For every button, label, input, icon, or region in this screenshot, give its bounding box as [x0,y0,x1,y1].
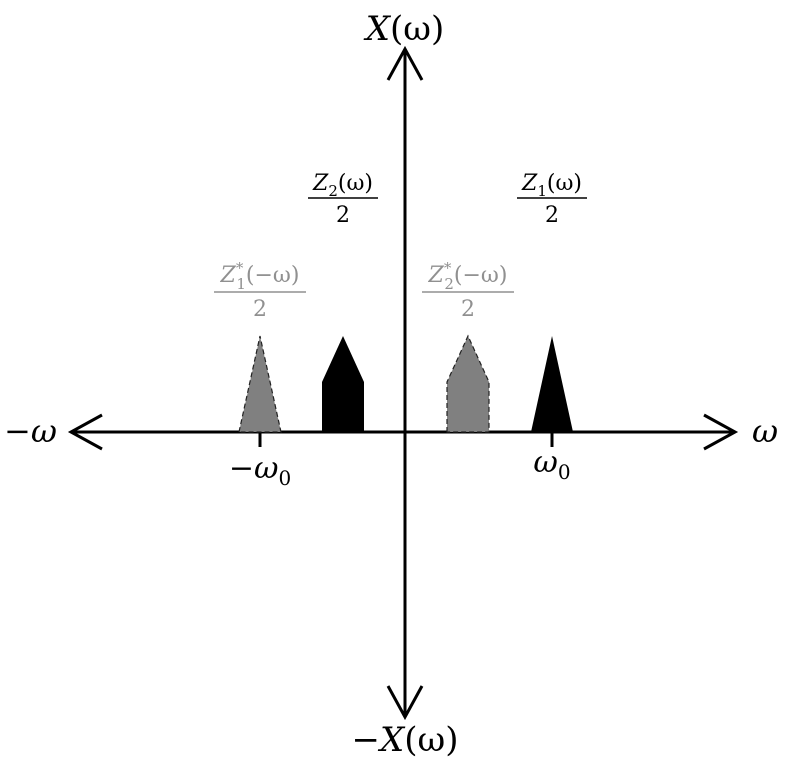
svg-text:2: 2 [461,297,475,322]
spectrum-shape-z1-pos [531,336,573,432]
y-axis-top-arrow [386,45,424,81]
tick-label-pos-omega0: ω0 [533,445,570,484]
svg-text:Z2(ω): Z2(ω) [312,171,373,200]
label-z1-conj-neg: Z*1(−ω) 2 [214,259,306,322]
y-axis-bottom-label: −X(ω) [352,720,459,760]
svg-text:2: 2 [336,203,350,228]
label-z2-conj-neg: Z*2(−ω) 2 [422,259,514,322]
spectrum-shape-z2-conj-neg [446,334,490,433]
svg-text:Z*1(−ω): Z*1(−ω) [220,259,300,293]
x-axis-left-arrow [67,413,103,451]
svg-text:2: 2 [545,203,559,228]
svg-text:2: 2 [253,297,267,322]
y-axis-bottom-arrow [386,685,424,721]
x-axis-left-label: −ω [4,412,57,450]
y-axis-top-label: X(ω) [363,9,444,49]
label-z2-pos: Z2(ω) 2 [308,171,378,228]
svg-text:Z1(ω): Z1(ω) [521,171,582,200]
tick-label-neg-omega0: −ω0 [229,451,291,490]
svg-text:Z*2(−ω): Z*2(−ω) [428,259,508,293]
spectrum-shape-z2-pos [322,336,364,432]
label-z1-pos: Z1(ω) 2 [517,171,587,228]
spectrum-shape-z1-conj-neg [238,335,282,433]
x-axis-right-arrow [703,413,739,451]
x-axis-right-label: ω [752,412,778,450]
